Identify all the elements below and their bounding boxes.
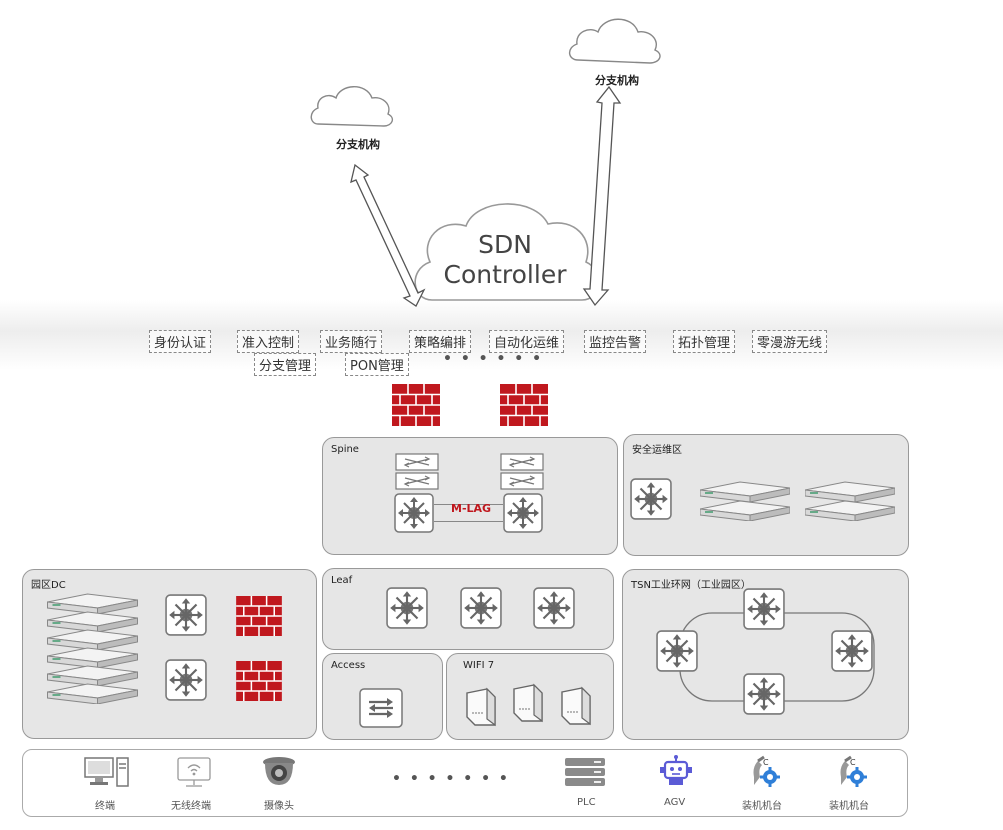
sdn-controller-title: SDN Controller xyxy=(430,230,580,290)
leaf-title: Leaf xyxy=(331,575,353,586)
right-branch-label: 分支机构 xyxy=(595,74,639,87)
endpoint-agv-label: AGV xyxy=(664,797,686,808)
switch-icon xyxy=(630,478,672,520)
feature-ellipsis: • • • • • • xyxy=(443,351,544,367)
machine-station-icon: C xyxy=(753,755,780,787)
firewall-icon xyxy=(392,384,440,426)
leaf-switch-icon xyxy=(533,587,575,629)
endpoints-ellipsis: • • • • • • • xyxy=(392,771,510,787)
leaf-switch-icon xyxy=(386,587,428,629)
feature-topology-mgmt: 拓扑管理 xyxy=(673,330,736,353)
tsn-switch-icon xyxy=(743,588,785,630)
switch-icon xyxy=(165,594,207,636)
right-branch-cloud-icon xyxy=(568,18,661,64)
plc-icon xyxy=(565,758,605,786)
feature-auto-ops: 自动化运维 xyxy=(489,330,565,353)
left-branch-label: 分支机构 xyxy=(336,138,380,151)
access-switch-icon xyxy=(359,688,403,728)
svg-text:C: C xyxy=(850,758,856,767)
feature-zero-roaming-wireless: 零漫游无线 xyxy=(752,330,828,353)
access-point-icon xyxy=(512,683,544,723)
server-icon xyxy=(805,499,895,521)
tsn-title: TSN工业环网（工业园区） xyxy=(631,580,751,591)
feature-policy-orchestration: 策略编排 xyxy=(409,330,472,353)
endpoint-terminal-label: 终端 xyxy=(95,801,115,812)
firewall-icon xyxy=(236,596,282,636)
endpoints-bar xyxy=(22,749,908,817)
endpoint-wireless-terminal-label: 无线终端 xyxy=(171,801,211,812)
l2-switch-icon xyxy=(500,453,544,471)
feature-monitoring-alerts: 监控告警 xyxy=(584,330,647,353)
security-ops-title: 安全运维区 xyxy=(632,445,682,456)
svg-text:C: C xyxy=(763,758,769,767)
firewall-icon xyxy=(236,661,282,701)
feature-admission-control: 准入控制 xyxy=(237,330,300,353)
l2-switch-icon xyxy=(395,453,439,471)
desktop-terminal-icon xyxy=(84,757,129,787)
left-branch-link-arrow xyxy=(350,163,426,307)
endpoint-plc-label: PLC xyxy=(577,797,596,808)
mlag-link-top xyxy=(434,504,503,505)
tsn-switch-icon xyxy=(656,630,698,672)
switch-icon xyxy=(165,659,207,701)
wifi-title: WIFI 7 xyxy=(463,660,495,671)
server-icon xyxy=(700,499,790,521)
left-branch-cloud-icon xyxy=(310,86,394,127)
server-icon xyxy=(45,682,140,704)
feature-policy-follow: 业务随行 xyxy=(320,330,383,353)
sdn-controller-line2: Controller xyxy=(443,260,567,289)
endpoint-machine-station-label: 装机机台 xyxy=(742,801,782,812)
mlag-label: M-LAG xyxy=(451,502,492,515)
wan-connections xyxy=(310,18,661,307)
machine-station-icon: C xyxy=(840,755,867,787)
right-branch-link-arrow xyxy=(582,85,622,307)
mlag-link-bottom xyxy=(434,521,503,522)
access-point-icon xyxy=(465,687,497,727)
l2-switch-icon xyxy=(500,472,544,490)
feature-branch-mgmt: 分支管理 xyxy=(254,353,317,376)
camera-icon xyxy=(263,757,295,785)
spine-switch-icon xyxy=(394,493,434,533)
wireless-terminal-icon xyxy=(177,757,211,787)
leaf-switch-icon xyxy=(460,587,502,629)
firewall-icon xyxy=(500,384,548,426)
access-title: Access xyxy=(331,660,366,671)
sdn-controller-line1: SDN xyxy=(478,230,532,259)
spine-panel: Spine xyxy=(322,437,618,555)
feature-identity-auth: 身份认证 xyxy=(149,330,212,353)
agv-robot-icon xyxy=(660,755,692,785)
l2-switch-icon xyxy=(395,472,439,490)
endpoint-camera-label: 摄像头 xyxy=(264,801,294,812)
endpoint-machine-station-label: 装机机台 xyxy=(829,801,869,812)
spine-switch-icon xyxy=(503,493,543,533)
access-point-icon xyxy=(560,686,592,726)
spine-title: Spine xyxy=(331,444,359,455)
tsn-switch-icon xyxy=(831,630,873,672)
feature-pon-mgmt: PON管理 xyxy=(345,353,409,376)
campus-dc-title: 园区DC xyxy=(31,580,66,591)
tsn-switch-icon xyxy=(743,673,785,715)
